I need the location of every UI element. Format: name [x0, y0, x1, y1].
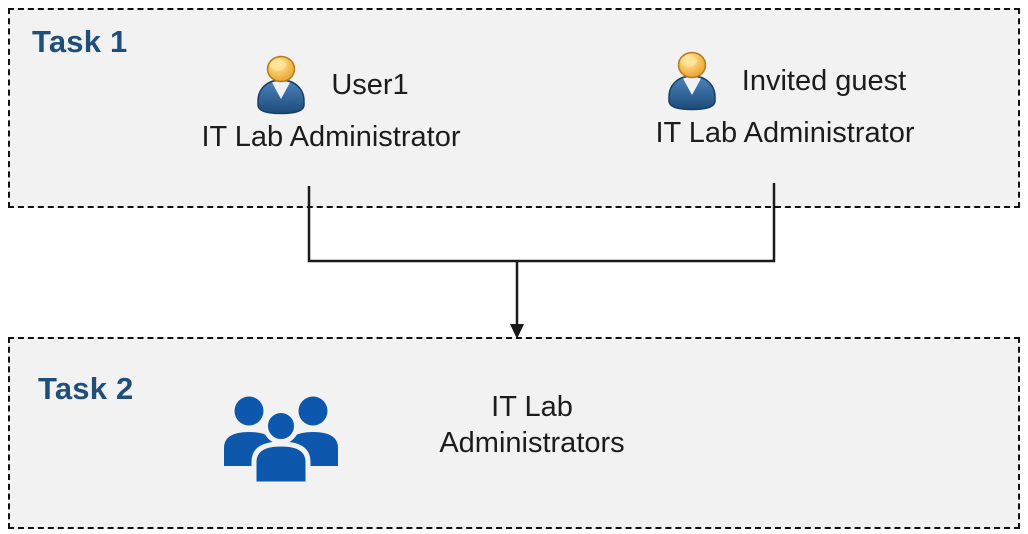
task2-box: Task 2 IT Lab Administrators — [8, 337, 1020, 529]
group-label: IT Lab Administrators — [382, 389, 682, 461]
person-icon — [668, 51, 716, 111]
persona-invited-guest-header: Invited guest — [664, 50, 906, 112]
person-icon — [257, 55, 306, 115]
persona-invited-guest-name: Invited guest — [741, 64, 907, 97]
persona-user1-role: IT Lab Administrator — [201, 121, 461, 153]
task2-label: Task 2 — [38, 371, 134, 406]
persona-user1-name: User1 — [331, 68, 409, 101]
persona-user1: User1 IT Lab Administrator — [140, 54, 522, 154]
people-group-icon — [224, 396, 338, 484]
persona-user1-header: User1 — [253, 54, 409, 116]
persona-invited-guest-role: IT Lab Administrator — [655, 117, 915, 149]
group-label-line2: Administrators — [439, 427, 625, 459]
task1-label: Task 1 — [32, 24, 128, 59]
task1-box: Task 1 User1 — [8, 8, 1020, 208]
persona-invited-guest: Invited guest IT Lab Administrator — [594, 50, 976, 150]
group-label-line1: IT Lab — [491, 391, 573, 423]
